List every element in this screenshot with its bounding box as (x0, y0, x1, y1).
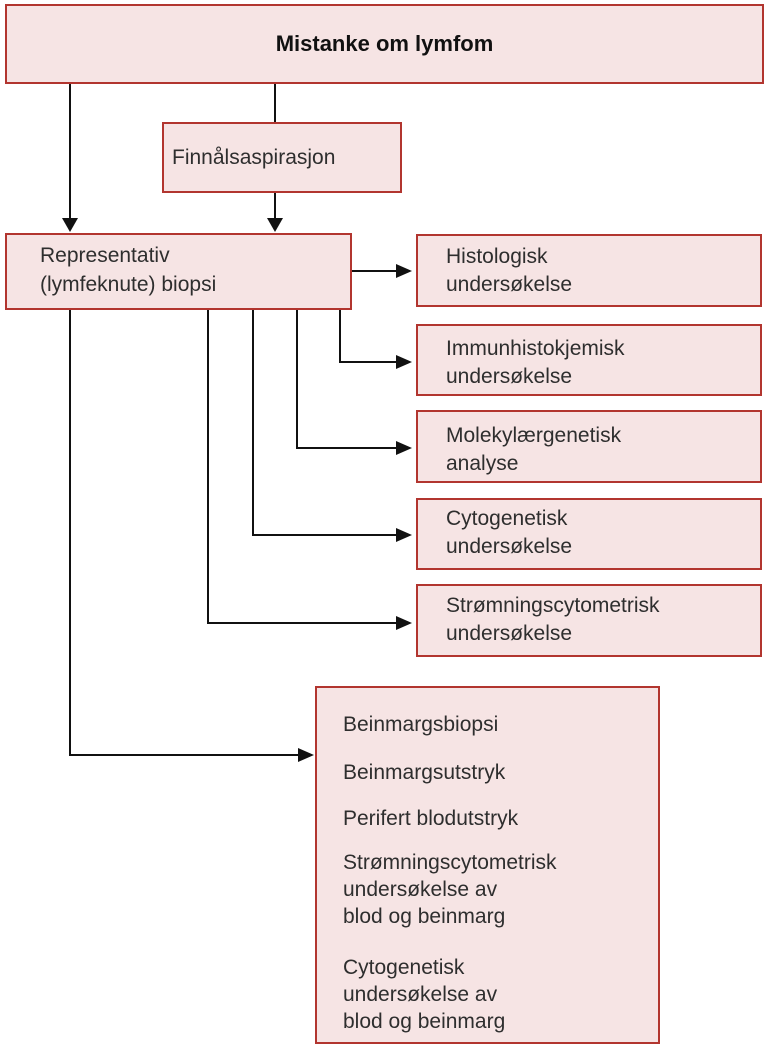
exam-box-immunhistokjemisk (416, 324, 762, 396)
exam-label-line2: undersøkelse (446, 622, 573, 645)
arrowhead (396, 616, 412, 630)
suspicion-box (5, 4, 764, 84)
arrowhead (396, 264, 412, 278)
marrow-item-4-line1: Strømningscytometrisk (343, 851, 557, 874)
marrow-item-5-line2: undersøkelse av (343, 983, 498, 1006)
exam-label-line2: analyse (446, 452, 519, 475)
exam-label-line1: Cytogenetisk (446, 507, 568, 530)
connector-to-marrow-box (69, 310, 298, 756)
arrowhead (396, 528, 412, 542)
marrow-item-2: Beinmargsutstryk (343, 761, 506, 784)
marrow-item-5-line3: blod og beinmarg (343, 1010, 506, 1033)
marrow-item-1: Beinmargsbiopsi (343, 713, 499, 736)
marrow-item-4-line2: undersøkelse av (343, 878, 498, 901)
biopsy-box (5, 233, 352, 310)
marrow-box (315, 686, 660, 1044)
fna-box (162, 122, 402, 193)
arrowhead (267, 218, 283, 232)
exam-label-line1: Strømningscytometrisk (446, 594, 660, 617)
marrow-item-3: Perifert blodutstryk (343, 807, 519, 830)
exam-label-line2: undersøkelse (446, 273, 573, 296)
arrowhead (396, 441, 412, 455)
arrowhead (62, 218, 78, 232)
exam-label-line1: Molekylærgenetisk (446, 424, 622, 447)
biopsy-label-line1: Representativ (40, 244, 170, 267)
marrow-item-5-line1: Cytogenetisk (343, 956, 465, 979)
fna-label: Finnålsaspirasjon (172, 146, 336, 169)
exam-label-line1: Immunhistokjemisk (446, 337, 625, 360)
exam-label-line2: undersøkelse (446, 535, 573, 558)
connector-to-molekylaergenetisk (296, 310, 396, 449)
exam-box-stromningscytometrisk (416, 584, 762, 657)
connector-to-cytogenetisk (252, 310, 396, 536)
suspicion-label: Mistanke om lymfom (275, 31, 494, 56)
biopsy-label-line2: (lymfeknute) biopsi (40, 273, 217, 296)
exam-box-molekylaergenetisk (416, 410, 762, 483)
exam-box-cytogenetisk (416, 498, 762, 570)
exam-box-histologisk (416, 234, 762, 307)
arrowhead (396, 355, 412, 369)
exam-label-line2: undersøkelse (446, 365, 573, 388)
marrow-item-4-line3: blod og beinmarg (343, 905, 506, 928)
connector-to-immunhistokjemisk (339, 310, 396, 363)
arrowhead (298, 748, 314, 762)
exam-label-line1: Histologisk (446, 245, 548, 268)
connector-to-stromningscytometrisk (207, 310, 396, 624)
